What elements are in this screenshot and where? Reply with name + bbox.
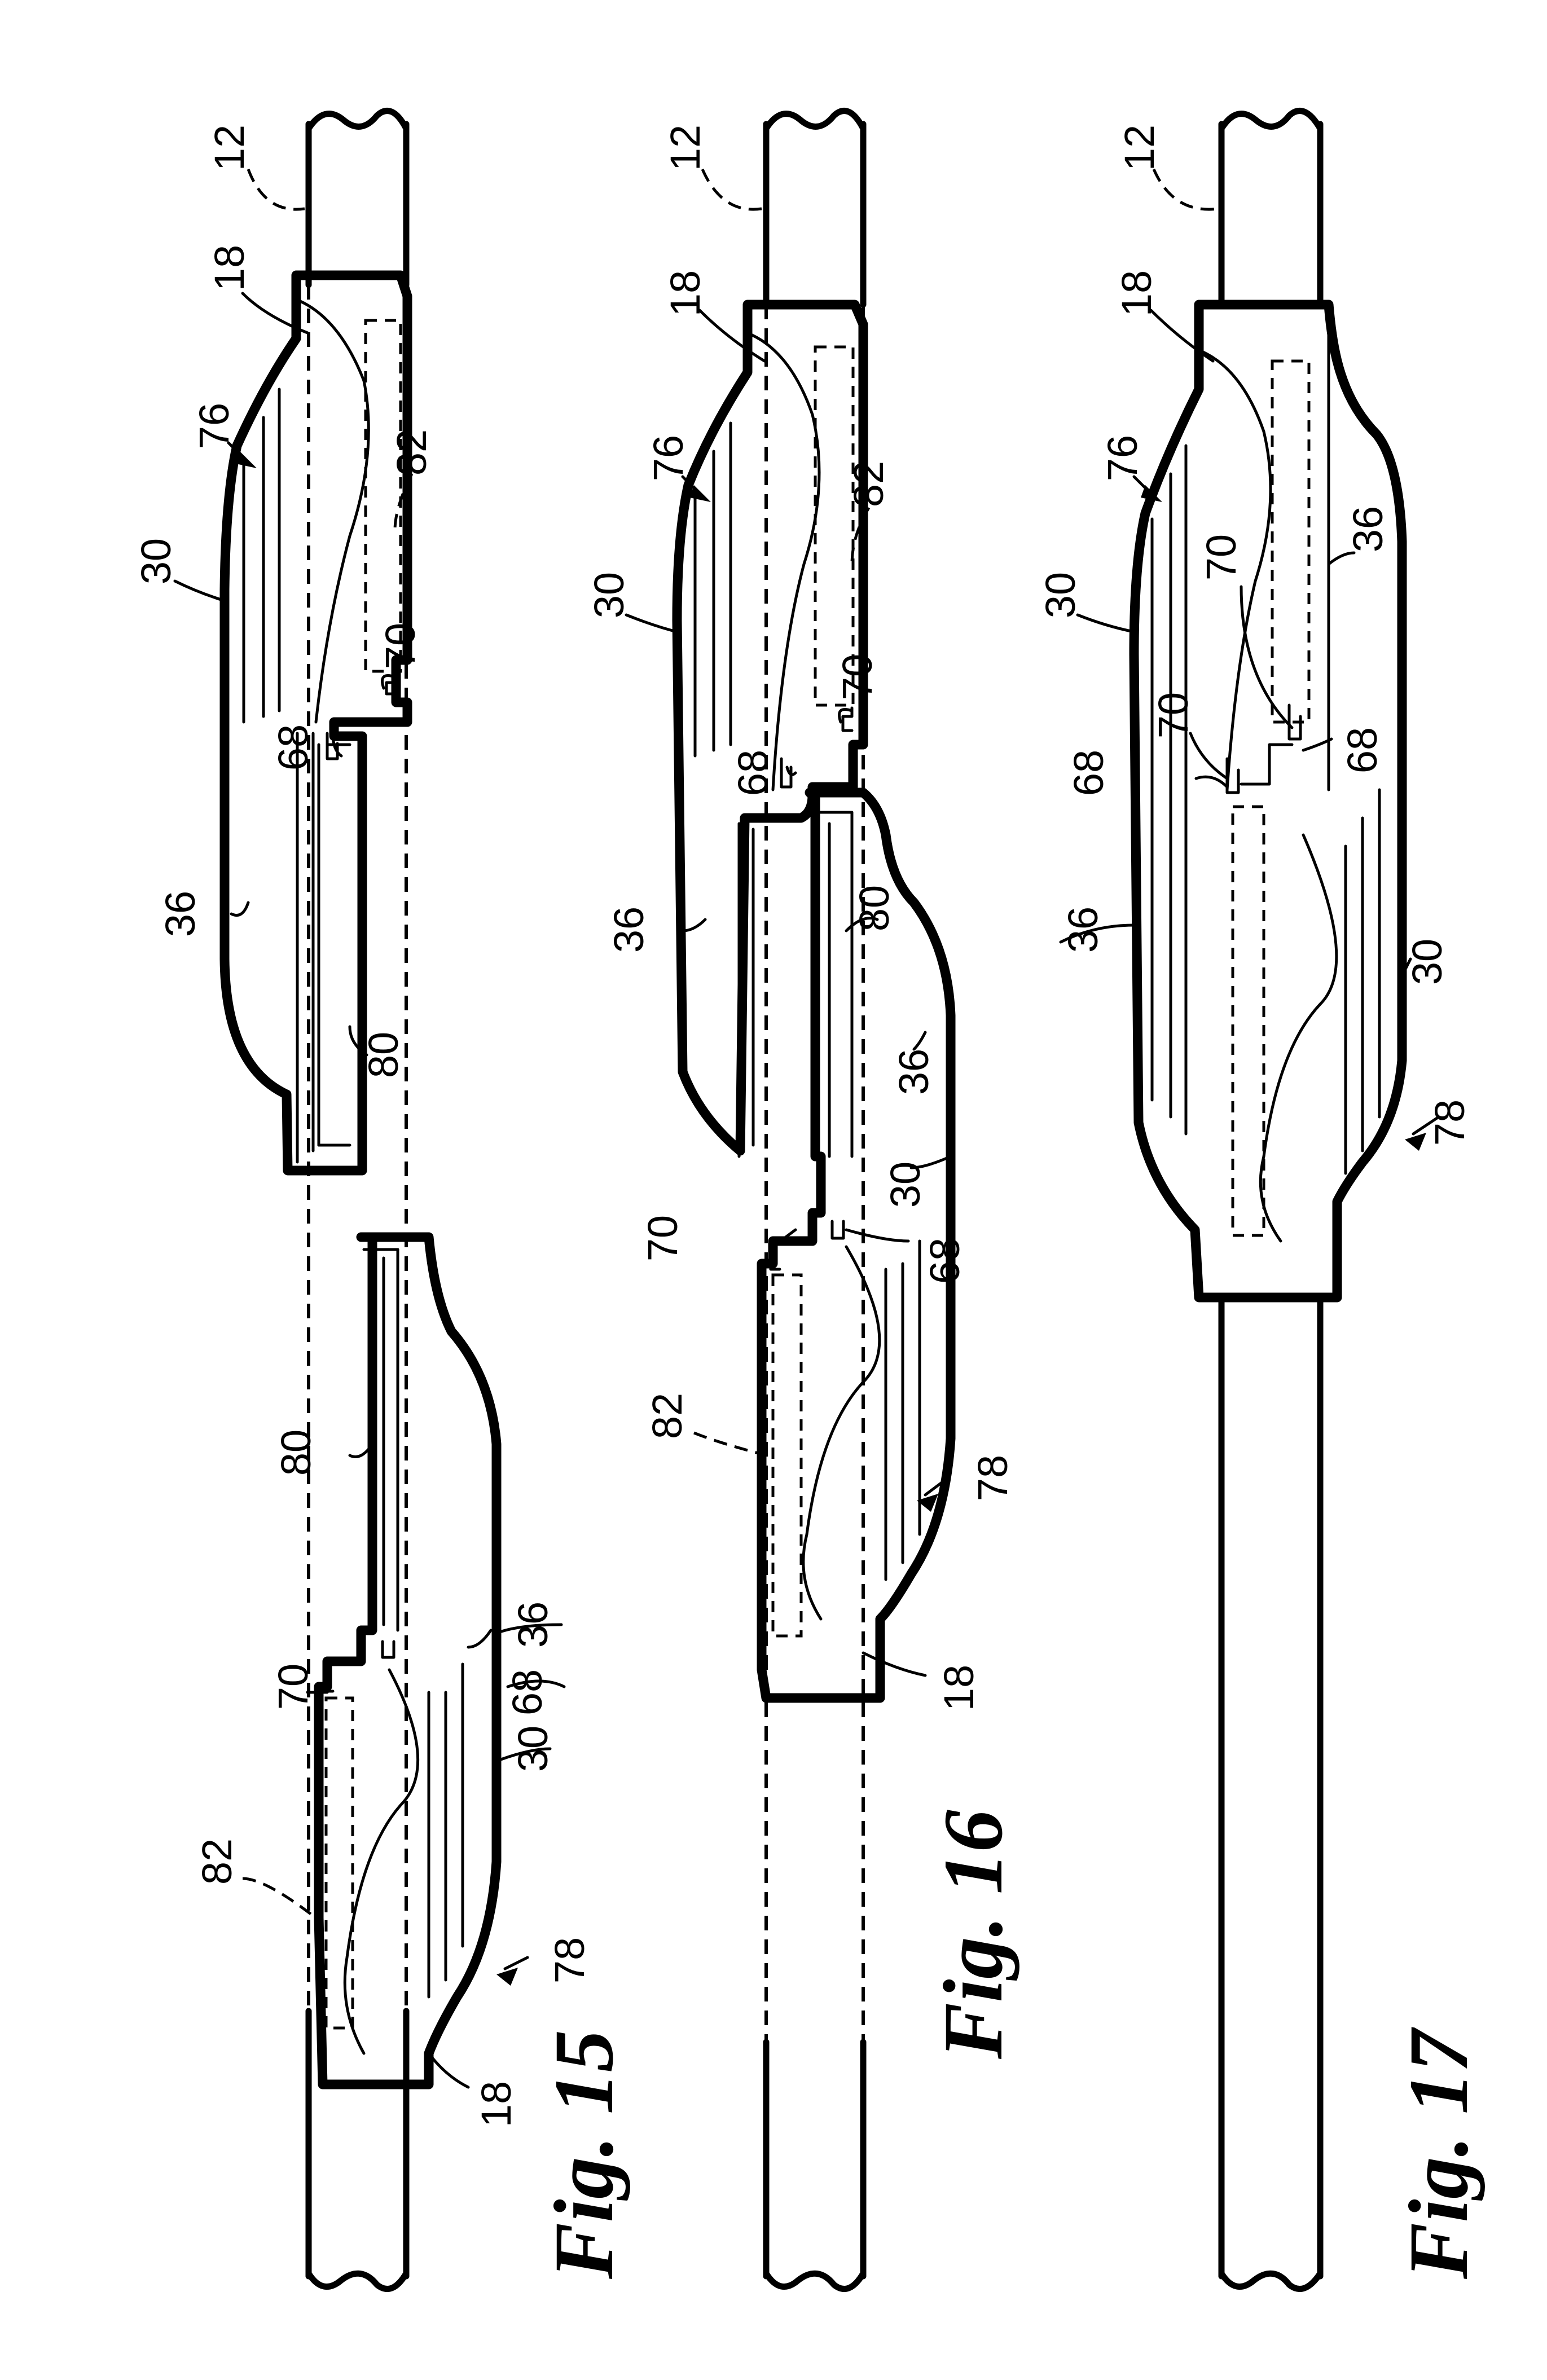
fig-16-label-36b: 36 — [890, 1049, 937, 1095]
fig-16-label-82a: 82 — [845, 461, 892, 507]
fig-16 — [672, 107, 956, 2293]
fig-15-label-76: 76 — [191, 403, 238, 449]
fig-16-caption: Fig. 16 — [926, 1810, 1020, 2060]
fig-15-label-82b: 82 — [194, 1838, 240, 1885]
fig-15-label-36b: 36 — [509, 1602, 556, 1648]
fig-16-upper-sleeve — [672, 300, 868, 1158]
fig-17 — [1129, 108, 1407, 2293]
fig-16-label-68b: 68 — [921, 1238, 968, 1284]
fig-15-label-78: 78 — [546, 1937, 593, 1983]
fig-17-caption: Fig. 17 — [1392, 2027, 1486, 2280]
fig-15-leaders — [173, 169, 566, 2089]
fig-17-label-12: 12 — [1116, 125, 1163, 171]
fig-17-label-36a: 36 — [1344, 506, 1391, 552]
fig-15-label-18a: 18 — [206, 245, 253, 291]
fig-15-label-80b: 80 — [273, 1429, 319, 1476]
fig-15-label-80a: 80 — [360, 1032, 407, 1078]
fig-16-label-82b: 82 — [644, 1393, 691, 1439]
fig-16-label-70a: 70 — [834, 654, 881, 700]
fig-17-label-30b: 30 — [1404, 939, 1451, 985]
fig-17-label-18: 18 — [1113, 270, 1160, 316]
fig-17-labels: 12 18 76 30 70 36 68 70 68 36 30 78 Fig.… — [1037, 125, 1486, 2280]
fig-15-caption: Fig. 15 — [537, 2030, 631, 2280]
fig-16-label-18a: 18 — [662, 270, 709, 316]
fig-16-label-68a: 68 — [729, 750, 776, 796]
fig-16-labels: 12 18 76 30 82 70 68 36 80 36 30 70 68 8… — [586, 125, 1020, 2060]
fig-17-assembled-sleeve — [1129, 300, 1407, 1303]
fig-16-lower-sleeve — [757, 788, 956, 1703]
fig-17-label-68b: 68 — [1065, 750, 1112, 796]
fig-16-label-30b: 30 — [882, 1162, 929, 1208]
fig-17-label-78: 78 — [1426, 1099, 1473, 1146]
fig-16-label-76: 76 — [645, 435, 692, 481]
fig-15-label-68b: 68 — [504, 1669, 551, 1715]
fig-16-label-78: 78 — [969, 1455, 1016, 1501]
fig-15-labels: 12 18 76 30 82 70 68 36 80 80 70 36 30 6… — [133, 125, 631, 2280]
fig-15-label-82a: 82 — [388, 429, 435, 476]
fig-15-label-30b: 30 — [509, 1726, 556, 1772]
fig-15-label-68a: 68 — [270, 724, 317, 771]
fig-17-label-76: 76 — [1099, 435, 1146, 481]
fig-16-label-70b: 70 — [639, 1215, 686, 1261]
fig-15-label-70a: 70 — [377, 623, 424, 669]
fig-17-label-70a: 70 — [1198, 534, 1245, 580]
fig-15-label-30a: 30 — [133, 538, 179, 584]
fig-17-label-68a: 68 — [1339, 727, 1386, 773]
fig-17-leaders — [1059, 168, 1440, 1151]
fig-16-leaders — [625, 168, 952, 1677]
fig-17-label-36b: 36 — [1060, 907, 1106, 953]
fig-15-upper-sleeve — [219, 270, 412, 1176]
fig-15-lower-sleeve — [314, 1232, 502, 2089]
fig-15-label-18b: 18 — [473, 2081, 520, 2127]
fig-16-label-30a: 30 — [586, 572, 632, 618]
fig-15-label-12: 12 — [206, 125, 253, 171]
fig-17-shaft — [1218, 108, 1324, 2293]
fig-15-label-70b: 70 — [270, 1664, 317, 1710]
fig-16-label-36a: 36 — [605, 907, 652, 953]
fig-15 — [219, 107, 502, 2293]
fig-17-label-70b: 70 — [1150, 692, 1197, 738]
fig-17-label-30a: 30 — [1037, 572, 1084, 618]
fig-16-label-12: 12 — [662, 125, 709, 171]
fig-15-label-36a: 36 — [157, 891, 204, 937]
fig-16-label-18b: 18 — [935, 1665, 982, 1711]
fig-16-label-80: 80 — [851, 885, 898, 931]
